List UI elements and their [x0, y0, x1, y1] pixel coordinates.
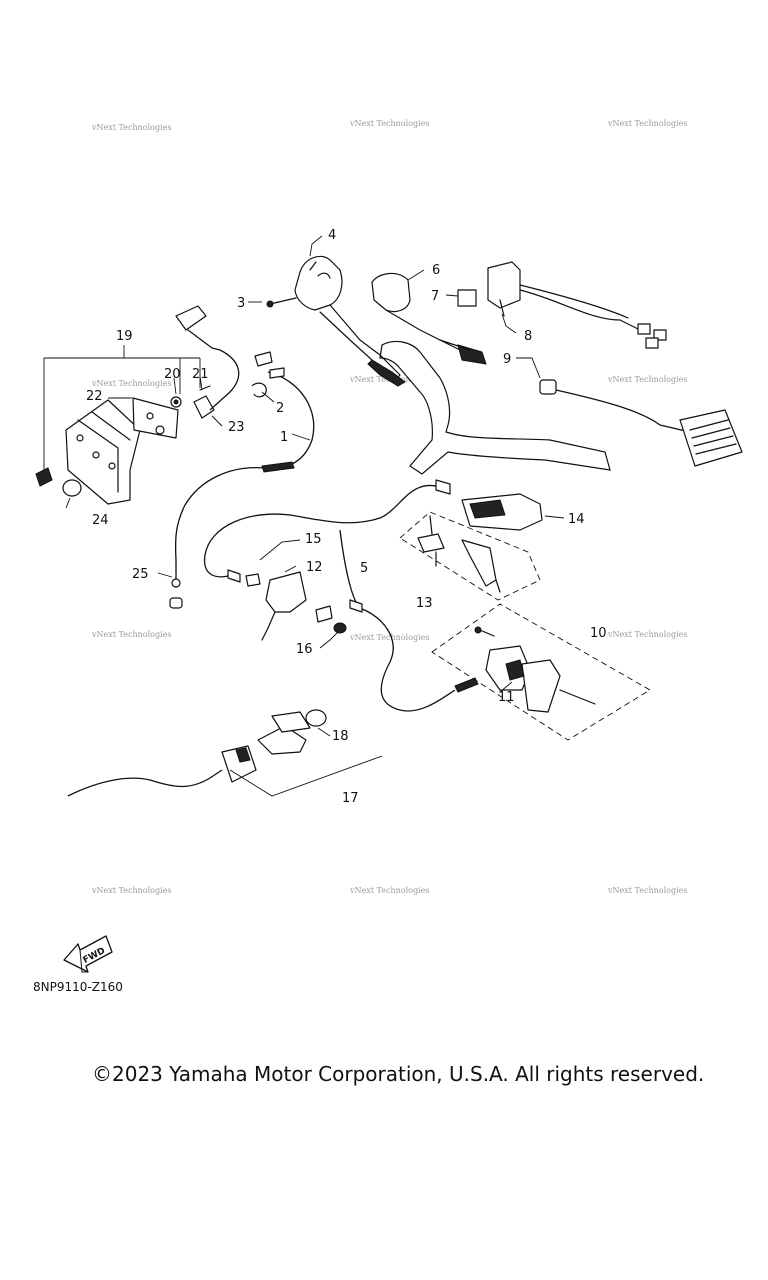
callout-21: 21 — [192, 367, 209, 382]
watermark: vNext Technologies — [349, 633, 429, 642]
heater-pad — [539, 379, 743, 467]
cable-end — [169, 560, 183, 609]
fwd-arrow-icon: FWD — [63, 935, 113, 973]
callout-17: 17 — [342, 791, 359, 806]
callout-20: 20 — [164, 367, 181, 382]
callout-6: 6 — [432, 263, 440, 278]
callout-13: 13 — [416, 596, 433, 611]
copyright-notice: ©2023 Yamaha Motor Corporation, U.S.A. A… — [92, 1062, 705, 1086]
callout-3: 3 — [237, 296, 245, 311]
cable-clip — [251, 382, 267, 398]
callout-25: 25 — [132, 567, 149, 582]
switch-housing — [371, 272, 487, 365]
watermark: vNext Technologies — [91, 886, 171, 895]
callout-11: 11 — [498, 690, 515, 705]
bracket-assembly — [35, 305, 240, 505]
callout-10: 10 — [590, 626, 607, 641]
callout-19: 19 — [116, 329, 133, 344]
callout-23: 23 — [228, 420, 245, 435]
control-module — [439, 261, 667, 351]
callout-14: 14 — [568, 512, 585, 527]
throttle-cable — [174, 351, 315, 561]
master-cylinder — [245, 571, 347, 641]
dashed-groups — [229, 511, 651, 797]
main-cable — [203, 479, 479, 712]
screw — [266, 297, 297, 308]
watermark: vNext Technologies — [607, 119, 687, 128]
watermark: vNext Technologies — [91, 123, 171, 132]
watermark: vNext Technologies — [607, 886, 687, 895]
watermark: vNext Technologies — [349, 886, 429, 895]
watermark: vNext Technologies — [607, 630, 687, 639]
leader-lines — [43, 235, 565, 737]
throttle-housing — [294, 255, 406, 387]
callout-4: 4 — [328, 228, 336, 243]
watermark: vNext Technologies — [91, 630, 171, 639]
left-lever-assembly — [474, 626, 596, 713]
callout-1: 1 — [280, 430, 288, 445]
callout-24: 24 — [92, 513, 109, 528]
handlebar — [379, 340, 611, 475]
callout-2: 2 — [276, 401, 284, 416]
callout-8: 8 — [524, 329, 532, 344]
callout-12: 12 — [306, 560, 323, 575]
callouts: 1 2 3 4 5 6 7 8 9 10 11 12 13 14 15 16 1… — [86, 228, 607, 806]
callout-16: 16 — [296, 642, 313, 657]
diagram-code: 8NP9110-Z160 — [33, 980, 123, 994]
callout-7: 7 — [431, 289, 439, 304]
watermark: vNext Technologies — [91, 379, 171, 388]
callout-9: 9 — [503, 352, 511, 367]
lower-cable-assembly — [67, 709, 327, 797]
callout-18: 18 — [332, 729, 349, 744]
callout-5: 5 — [360, 561, 368, 576]
callout-22: 22 — [86, 389, 103, 404]
watermark: vNext Technologies — [349, 119, 429, 128]
callout-15: 15 — [305, 532, 322, 547]
watermarks: vNext Technologies vNext Technologies vN… — [91, 119, 687, 895]
right-lever-assembly — [417, 493, 543, 593]
watermark: vNext Technologies — [607, 375, 687, 384]
